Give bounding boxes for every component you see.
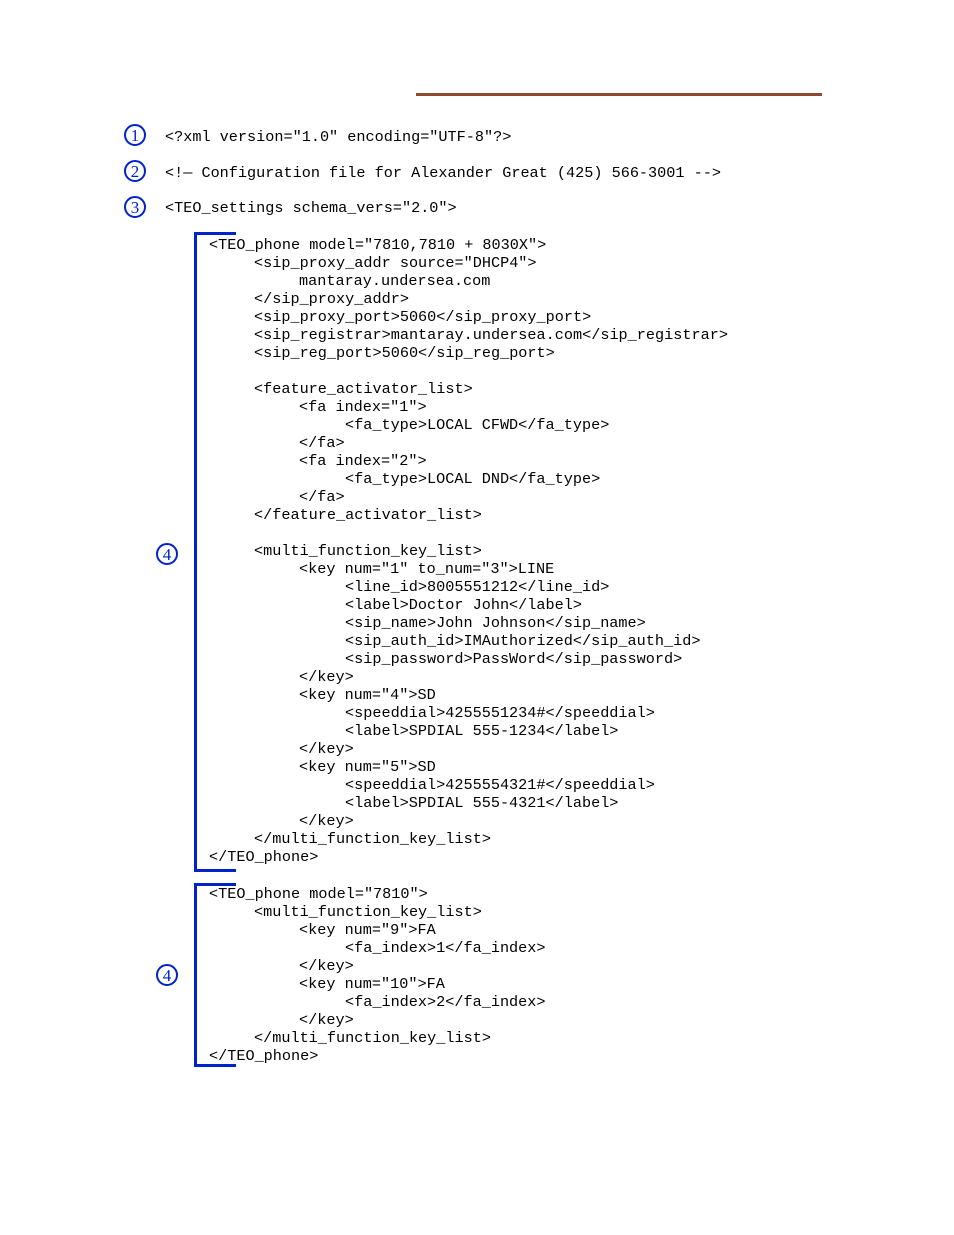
code-line: <label>SPDIAL 555-4321</label> [345, 794, 619, 812]
code-line: </feature_activator_list> [254, 506, 482, 524]
xml-declaration-line: <?xml version="1.0" encoding="UTF-8"?> [165, 128, 512, 146]
code-line: <TEO_phone model="7810,7810 + 8030X"> [209, 236, 547, 254]
code-line: </fa> [299, 488, 345, 506]
block1-bracket [194, 232, 236, 872]
comment-line: <!— Configuration file for Alexander Gre… [165, 164, 721, 182]
code-line: <fa_index>1</fa_index> [345, 939, 546, 957]
code-line: <sip_reg_port>5060</sip_reg_port> [254, 344, 555, 362]
code-line: <speeddial>4255551234#</speeddial> [345, 704, 655, 722]
code-line: <sip_password>PassWord</sip_password> [345, 650, 683, 668]
code-line: </key> [299, 740, 354, 758]
code-line: </TEO_phone> [209, 848, 319, 866]
callout-marker-1: 1 [124, 124, 146, 146]
code-line: <fa index="2"> [299, 452, 427, 470]
code-line: <fa index="1"> [299, 398, 427, 416]
callout-marker-2: 2 [124, 160, 146, 182]
code-line: <feature_activator_list> [254, 380, 473, 398]
code-line: <key num="10">FA [299, 975, 445, 993]
code-line: <label>SPDIAL 555-1234</label> [345, 722, 619, 740]
code-line: </key> [299, 668, 354, 686]
code-line: <multi_function_key_list> [254, 903, 482, 921]
header-rule [416, 93, 822, 96]
code-line: <key num="5">SD [299, 758, 436, 776]
code-line: </key> [299, 812, 354, 830]
block2-bracket [194, 883, 236, 1067]
code-line: </TEO_phone> [209, 1047, 319, 1065]
code-line: <speeddial>4255554321#</speeddial> [345, 776, 655, 794]
code-line: <sip_registrar>mantaray.undersea.com</si… [254, 326, 728, 344]
code-line [209, 524, 728, 542]
teo-settings-open-line: <TEO_settings schema_vers="2.0"> [165, 199, 457, 217]
block1-code: <TEO_phone model="7810,7810 + 8030X"><si… [209, 236, 728, 866]
code-line: <key num="9">FA [299, 921, 436, 939]
code-line [209, 362, 728, 380]
code-line: </sip_proxy_addr> [254, 290, 409, 308]
block2-code: <TEO_phone model="7810"><multi_function_… [209, 885, 546, 1065]
code-line: <line_id>8005551212</line_id> [345, 578, 610, 596]
code-line: </multi_function_key_list> [254, 830, 491, 848]
code-line: </key> [299, 1011, 354, 1029]
code-line: <sip_name>John Johnson</sip_name> [345, 614, 646, 632]
code-line: <fa_index>2</fa_index> [345, 993, 546, 1011]
code-line: <TEO_phone model="7810"> [209, 885, 428, 903]
code-line: <key num="1" to_num="3">LINE [299, 560, 555, 578]
callout-marker-3: 3 [124, 196, 146, 218]
callout-marker-4-block2: 4 [156, 964, 178, 986]
code-line: <fa_type>LOCAL DND</fa_type> [345, 470, 601, 488]
code-line: </key> [299, 957, 354, 975]
code-line: <multi_function_key_list> [254, 542, 482, 560]
code-line: <sip_proxy_port>5060</sip_proxy_port> [254, 308, 592, 326]
code-line: <fa_type>LOCAL CFWD</fa_type> [345, 416, 610, 434]
code-line: </fa> [299, 434, 345, 452]
code-line: <sip_auth_id>IMAuthorized</sip_auth_id> [345, 632, 701, 650]
callout-marker-4-block1: 4 [156, 543, 178, 565]
code-line: <sip_proxy_addr source="DHCP4"> [254, 254, 537, 272]
code-line: mantaray.undersea.com [299, 272, 491, 290]
code-line: <label>Doctor John</label> [345, 596, 582, 614]
code-line: <key num="4">SD [299, 686, 436, 704]
code-line: </multi_function_key_list> [254, 1029, 491, 1047]
